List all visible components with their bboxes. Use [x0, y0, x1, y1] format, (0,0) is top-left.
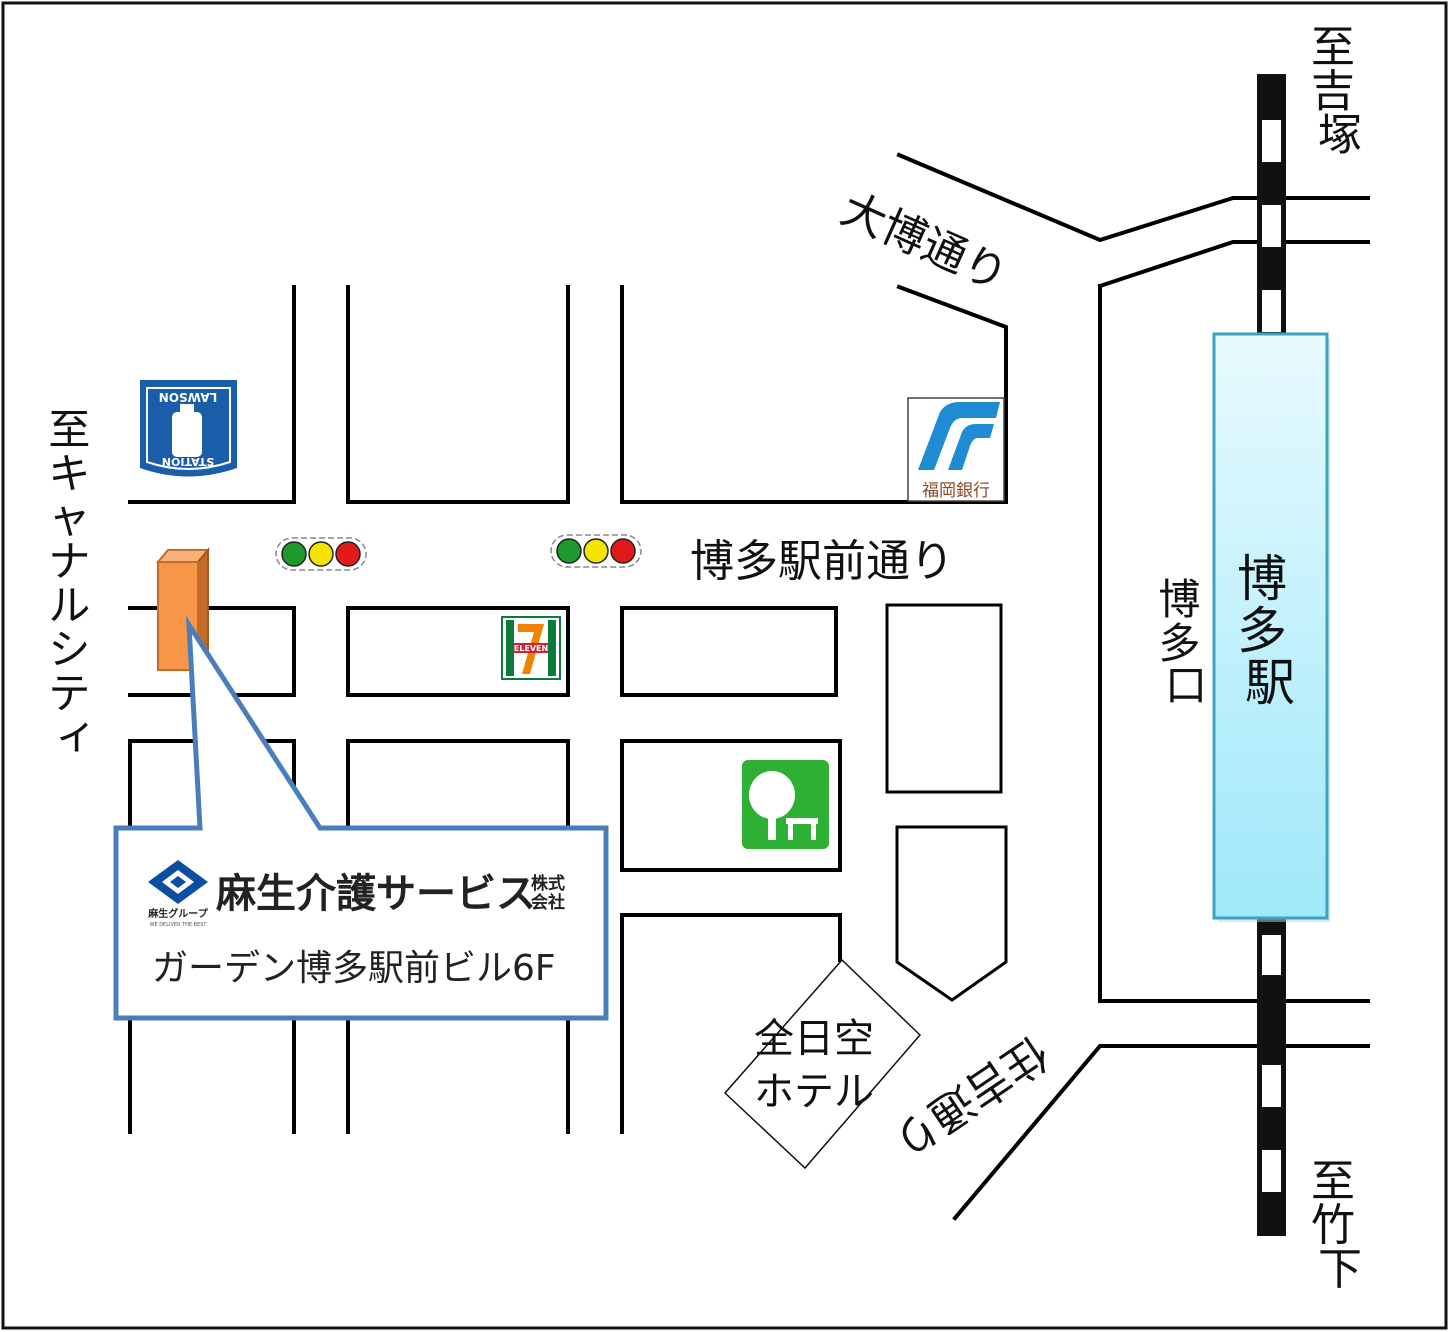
label-to-yoshizuka: 至 吉 塚: [1311, 22, 1369, 161]
block-tall-right: [885, 603, 1003, 794]
lawson-logo-icon: LAWSON STATION: [140, 380, 237, 477]
label-to-takeshita-char1: 至: [1311, 1156, 1355, 1207]
canal-char: テ: [48, 669, 90, 718]
hakata-station-char: 博: [1237, 550, 1287, 608]
seven-eleven-text: ELEVEN: [514, 644, 548, 653]
label-to-yoshizuka-char3: 塚: [1318, 110, 1362, 161]
label-to-canal-city: 至 キ ャ ナ ル シ テ ィ: [48, 405, 103, 758]
lawson-top-text: LAWSON: [159, 390, 218, 404]
company-name: 麻生介護サービス: [216, 871, 536, 917]
block-row4-right: [620, 913, 842, 1134]
label-to-takeshita: 至 竹 下: [1311, 1156, 1369, 1295]
group-name-text: 麻生グループ: [147, 907, 208, 920]
ana-hotel-label-line2: ホテル: [754, 1069, 874, 1115]
label-hakata-exit: 博 多 口: [1158, 575, 1213, 710]
label-hakata-ekimae-dori: 博多駅前通り: [690, 536, 954, 587]
company-suffix-line2: 会社: [531, 892, 565, 913]
ana-hotel-label-line1: 全日空: [754, 1016, 874, 1062]
canal-char: キ: [48, 449, 90, 498]
canal-char: ナ: [48, 537, 90, 586]
hakata-station-char: 多: [1237, 602, 1287, 660]
traffic-signal-icon: [275, 537, 367, 571]
company-suffix-line1: 株式: [531, 873, 565, 894]
building-address: ガーデン博多駅前ビル6F: [152, 948, 556, 989]
taihaku-dori-road-lower: [1097, 240, 1370, 289]
canal-char: ル: [48, 581, 90, 630]
fukuoka-bank-logo-icon: 福岡銀行: [907, 397, 1005, 502]
label-to-takeshita-char2: 竹: [1311, 1200, 1355, 1251]
label-to-yoshizuka-char2: 吉: [1311, 66, 1355, 117]
hakata-exit-char: 博: [1158, 575, 1200, 624]
ana-hotel-building: [723, 958, 922, 1170]
block-row2-mid: [346, 606, 570, 697]
label-to-yoshizuka-char1: 至: [1311, 22, 1355, 73]
canal-char: ャ: [48, 493, 90, 542]
company-logo-icon: 麻生グループ WE DELIVER THE BEST: [147, 860, 209, 928]
hakata-exit-char: 多: [1158, 619, 1200, 668]
block-pentagon: [895, 825, 1008, 1002]
taihaku-dori-road: [896, 152, 1370, 243]
hakata-exit-char: 口: [1165, 661, 1207, 710]
block-upper-right: [620, 284, 1008, 504]
canal-char: ィ: [55, 709, 97, 758]
park-icon: [742, 760, 829, 849]
group-tagline-text: WE DELIVER THE BEST: [150, 922, 208, 928]
block-upper-left: [128, 285, 296, 504]
traffic-signal-icon: [550, 534, 642, 568]
seven-eleven-logo-icon: ELEVEN: [501, 616, 561, 680]
canal-char: 至: [48, 405, 90, 454]
location-callout: 麻生グループ WE DELIVER THE BEST 麻生介護サービス 株式 会…: [113, 615, 609, 1021]
hakata-station-char: 駅: [1245, 654, 1295, 712]
lawson-bottom-text: STATION: [162, 455, 214, 468]
canal-char: シ: [48, 625, 90, 674]
label-hakata-station: 博 多 駅: [1237, 550, 1303, 712]
hakata-station-building: [1212, 332, 1330, 922]
fukuoka-bank-text: 福岡銀行: [922, 481, 990, 501]
label-to-takeshita-char3: 下: [1318, 1244, 1362, 1295]
block-upper-mid: [346, 285, 570, 504]
block-row3-right: [620, 739, 842, 872]
block-row2-right: [620, 606, 838, 697]
